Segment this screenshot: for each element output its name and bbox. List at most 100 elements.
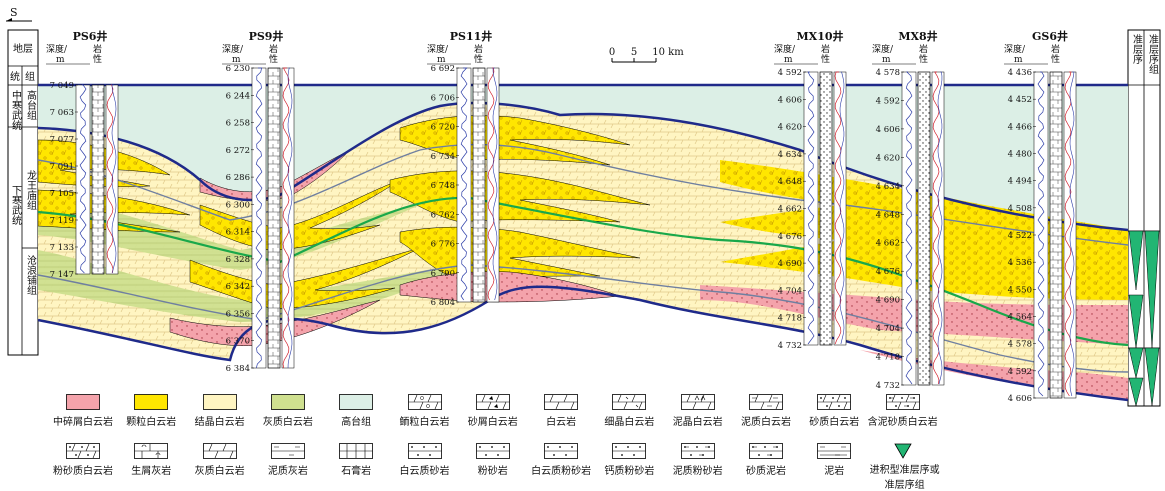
depth-header: 深度/ xyxy=(1004,43,1026,55)
lith-header-2: 性 xyxy=(93,53,102,65)
lith-header: 岩 xyxy=(474,43,483,55)
sequence-columns: 准层序 准层序组 xyxy=(1127,29,1161,407)
depth-label: 4 578 xyxy=(1008,340,1032,350)
lith-header: 岩 xyxy=(93,43,102,55)
depth-label: 4 508 xyxy=(1008,204,1032,214)
depth-label: 6 342 xyxy=(226,282,250,292)
top-row-series: 统 xyxy=(10,70,20,83)
depth-label: 4 704 xyxy=(876,324,900,334)
legend-label: 白云岩 xyxy=(546,417,577,428)
top-row-formation: 组 xyxy=(25,70,35,83)
legend-label: 白云质粉砂岩 xyxy=(531,466,592,477)
legend-item xyxy=(475,443,510,462)
depth-label: 4 634 xyxy=(778,150,802,160)
lithology-column xyxy=(472,67,486,303)
lith-header-2: 性 xyxy=(1051,53,1060,65)
depth-header: 深度/ xyxy=(222,43,244,55)
legend-symbol xyxy=(749,394,783,410)
legend-item xyxy=(407,394,442,413)
lith-header: 岩 xyxy=(919,43,928,55)
lithology-column xyxy=(267,67,281,369)
depth-label: 6 748 xyxy=(431,181,455,191)
legend-symbol xyxy=(66,443,100,459)
depth-label: 6 258 xyxy=(226,119,250,129)
depth-label: 4 494 xyxy=(1008,177,1032,187)
legend-label: 鲕粒白云岩 xyxy=(399,417,450,428)
depth-label: 6 790 xyxy=(431,269,455,279)
depth-label: 4 606 xyxy=(876,125,900,135)
legend-symbol xyxy=(680,394,715,410)
depth-label: 6 300 xyxy=(226,200,250,210)
legend-symbol xyxy=(893,443,912,459)
log-curve-ac xyxy=(111,84,117,274)
legend-label: 白云质砂岩 xyxy=(399,466,450,477)
lith-header-2: 性 xyxy=(474,53,483,65)
lithology-column xyxy=(1049,71,1063,399)
depth-label: 4 564 xyxy=(1008,313,1032,323)
green-marker-line xyxy=(37,196,1129,347)
legend-symbol xyxy=(544,443,578,459)
depth-label: 4 436 xyxy=(1008,68,1032,78)
legend-label: 泥质白云岩 xyxy=(741,417,791,428)
depth-label: 4 550 xyxy=(1008,285,1032,295)
depth-label: 6 804 xyxy=(431,298,455,308)
depth-label: 4 480 xyxy=(1008,150,1032,160)
depth-label: 4 732 xyxy=(778,341,802,351)
log-curve-gr xyxy=(905,71,913,385)
progradation-triangle xyxy=(1128,294,1144,349)
depth-label: 6 272 xyxy=(226,146,250,156)
progradation-triangle xyxy=(1128,377,1144,407)
legend-symbol xyxy=(202,443,237,459)
depth-label: 6 314 xyxy=(226,228,250,238)
legend-label: 细晶白云岩 xyxy=(604,417,655,428)
cross-section xyxy=(37,83,1129,402)
lithology-column xyxy=(819,71,833,346)
legend-item xyxy=(202,443,237,462)
well-name: PS9井 xyxy=(249,29,284,43)
log-curve-rt xyxy=(487,67,495,301)
depth-unit: m xyxy=(56,55,65,65)
log-curve-ac xyxy=(287,67,293,369)
depth-label: 6 776 xyxy=(431,240,455,250)
legend-label: 泥质灰岩 xyxy=(267,466,308,477)
depth-label: 4 662 xyxy=(876,239,900,249)
depth-label: 4 620 xyxy=(778,123,802,133)
legend-label: 泥质粉砂岩 xyxy=(672,466,723,477)
legend-item xyxy=(612,394,647,413)
progradation-triangle xyxy=(1128,230,1144,291)
legend-item xyxy=(612,443,647,462)
legend-label: 泥岩 xyxy=(824,466,845,477)
formation-canglangpu-label: 沧浪铺组 xyxy=(25,254,37,295)
legend-item xyxy=(134,394,169,413)
legend-symbol xyxy=(817,394,852,410)
legend-symbol xyxy=(475,443,510,459)
depth-label: 4 718 xyxy=(876,353,900,363)
depth-label: 4 634 xyxy=(876,182,900,192)
legend-label: 石膏岩 xyxy=(341,466,372,477)
legend-symbol xyxy=(339,443,374,459)
legend-symbol xyxy=(885,394,920,410)
legend-item xyxy=(339,394,374,413)
legend-item xyxy=(680,443,715,462)
depth-label: 4 536 xyxy=(1008,258,1032,268)
legend-label: 粉砂岩 xyxy=(477,466,508,477)
log-curve-gr xyxy=(807,71,815,345)
depth-label: 6 384 xyxy=(226,364,250,374)
legend-symbol xyxy=(134,443,169,459)
depth-label: 4 676 xyxy=(778,232,802,242)
legend-item xyxy=(817,443,852,462)
well-name: MX8井 xyxy=(898,29,937,43)
strata-header: 地层 xyxy=(13,42,33,55)
legend-item xyxy=(66,443,100,462)
legend-item xyxy=(270,443,305,462)
legend-symbol xyxy=(407,394,442,410)
legend-label: 砂屑白云岩 xyxy=(467,417,518,428)
gaotai-layer xyxy=(38,85,1128,230)
depth-label: 6 370 xyxy=(226,337,250,347)
depth-label: 4 620 xyxy=(876,153,900,163)
